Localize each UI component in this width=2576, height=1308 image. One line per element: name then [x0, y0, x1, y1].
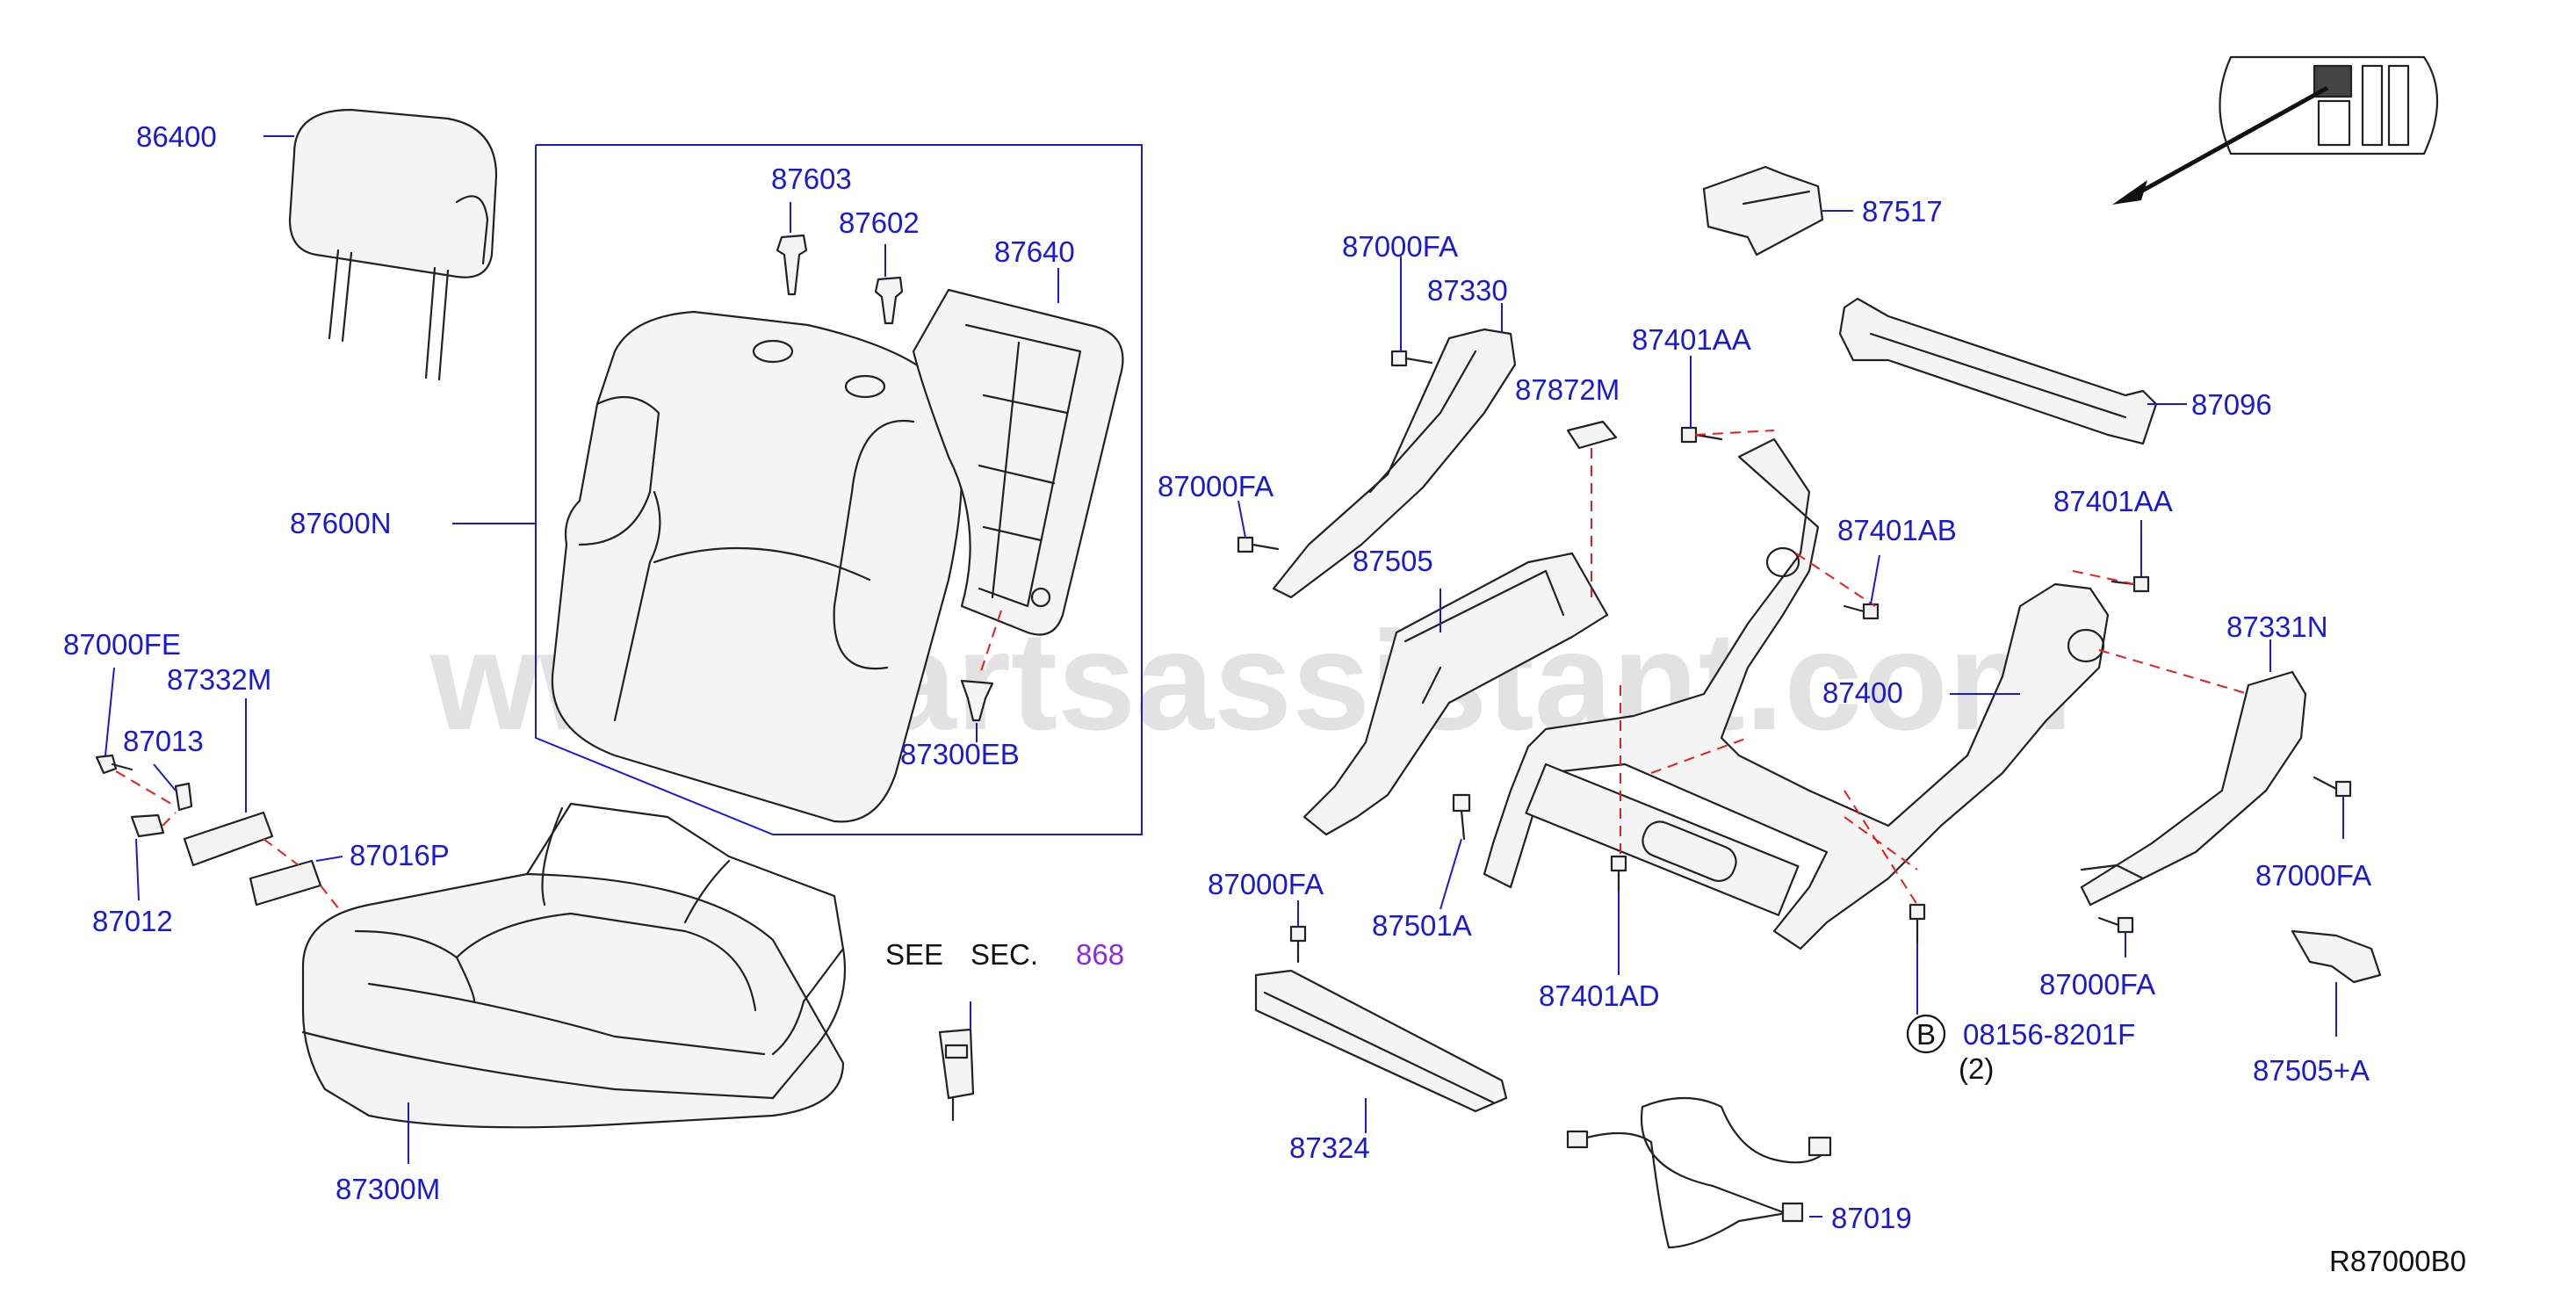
clip-87602-part[interactable]: [874, 276, 904, 325]
trim-87324-part[interactable]: [1254, 969, 1508, 1113]
label-87505[interactable]: 87505: [1353, 545, 1433, 577]
bolt-87000FA-e-part[interactable]: [1289, 925, 1307, 964]
label-87000FA-d[interactable]: 87000FA: [2039, 968, 2155, 1001]
frame-87505-part[interactable]: [1302, 552, 1609, 836]
label-87505A[interactable]: 87505+A: [2253, 1054, 2370, 1087]
pad-87872M-part[interactable]: [1566, 420, 1618, 450]
diagram-code: R87000B0: [2329, 1245, 2466, 1277]
bolt-87000FA-a-part[interactable]: [1390, 350, 1433, 367]
label-87330[interactable]: 87330: [1427, 274, 1508, 307]
label-87517[interactable]: 87517: [1862, 195, 1943, 228]
label-87640[interactable]: 87640: [994, 235, 1075, 268]
label-87300EB[interactable]: 87300EB: [900, 738, 1020, 770]
cover-87332M-part[interactable]: [183, 811, 274, 867]
cap-87013-part[interactable]: [174, 782, 193, 812]
cover-87517-part[interactable]: [1702, 165, 1824, 257]
label-87401AD[interactable]: 87401AD: [1539, 979, 1660, 1012]
side-cover-87331N-part[interactable]: [2080, 670, 2307, 907]
bolt-87401AA-a-part[interactable]: [1680, 426, 1723, 444]
label-87501A[interactable]: 87501A: [1372, 909, 1472, 942]
seat-cushion-part[interactable]: [301, 802, 847, 1129]
bolt-qty: (2): [1959, 1052, 1994, 1085]
section-868-link[interactable]: 868: [1076, 938, 1124, 971]
label-87019[interactable]: 87019: [1831, 1202, 1912, 1234]
label-87096[interactable]: 87096: [2191, 388, 2272, 421]
label-86400[interactable]: 86400: [136, 120, 217, 153]
label-87331N[interactable]: 87331N: [2226, 611, 2328, 643]
vehicle-orientation-icon: [2112, 55, 2438, 205]
harness-87019-part[interactable]: [1566, 1096, 1832, 1249]
label-87000FA-c[interactable]: 87000FA: [2255, 859, 2371, 892]
bolt-87401AD-part[interactable]: [1610, 855, 1627, 893]
label-87401AB[interactable]: 87401AB: [1837, 514, 1957, 546]
clip-87012-part[interactable]: [130, 813, 165, 838]
bolt-87000FE-part[interactable]: [95, 754, 133, 775]
clip-87603-part[interactable]: [776, 234, 808, 296]
label-87000FA-a[interactable]: 87000FA: [1342, 230, 1458, 263]
label-87401AA-a[interactable]: 87401AA: [1632, 323, 1751, 356]
bolt-87000FA-c-part[interactable]: [2313, 776, 2352, 798]
seat-back-assembly-box: [535, 144, 1143, 835]
seat-belt-buckle-part[interactable]: [938, 1028, 975, 1122]
label-87000FA-b[interactable]: 87000FA: [1158, 470, 1274, 502]
bracket-87505A-part[interactable]: [2291, 929, 2382, 984]
label-87603[interactable]: 87603: [771, 163, 852, 195]
label-87016P[interactable]: 87016P: [350, 839, 450, 871]
back-board-part[interactable]: [912, 288, 1124, 636]
label-87300M[interactable]: 87300M: [336, 1173, 440, 1205]
label-87000FA-e[interactable]: 87000FA: [1208, 868, 1324, 900]
label-87600N[interactable]: 87600N: [290, 507, 392, 539]
label-87872M[interactable]: 87872M: [1515, 373, 1620, 406]
label-87324[interactable]: 87324: [1289, 1131, 1370, 1164]
bolt-b-marker: [1906, 1014, 1946, 1054]
seat-back-part[interactable]: [551, 310, 963, 823]
bolt-87401AA-b-part[interactable]: [2111, 575, 2150, 593]
bolt-08156-part[interactable]: [1909, 903, 1926, 946]
side-cover-87330-part[interactable]: [1272, 328, 1517, 599]
label-87602[interactable]: 87602: [839, 206, 920, 239]
label-87012[interactable]: 87012: [92, 905, 173, 937]
bolt-b-letter: B: [1916, 1018, 1936, 1051]
bolt-87501A-part[interactable]: [1452, 793, 1471, 841]
label-87000FE[interactable]: 87000FE: [63, 628, 181, 661]
bolt-87000FA-b-part[interactable]: [1237, 536, 1280, 553]
adjuster-87400-part[interactable]: [1483, 437, 2110, 950]
headrest-part[interactable]: [288, 108, 498, 381]
label-87013[interactable]: 87013: [123, 725, 204, 757]
label-87400[interactable]: 87400: [1822, 676, 1903, 709]
label-87401AA-b[interactable]: 87401AA: [2053, 485, 2173, 517]
bolt-87000FA-d-part[interactable]: [2097, 916, 2134, 934]
see-text: SEE: [885, 938, 943, 971]
screw-87300EB-part[interactable]: [960, 679, 994, 722]
label-08156-8201F[interactable]: 08156-8201F: [1963, 1018, 2135, 1051]
sec-text: SEC.: [971, 938, 1038, 971]
bar-87096-part[interactable]: [1838, 297, 2158, 445]
pad-87016P-part[interactable]: [249, 859, 322, 907]
label-87332M[interactable]: 87332M: [167, 663, 271, 696]
